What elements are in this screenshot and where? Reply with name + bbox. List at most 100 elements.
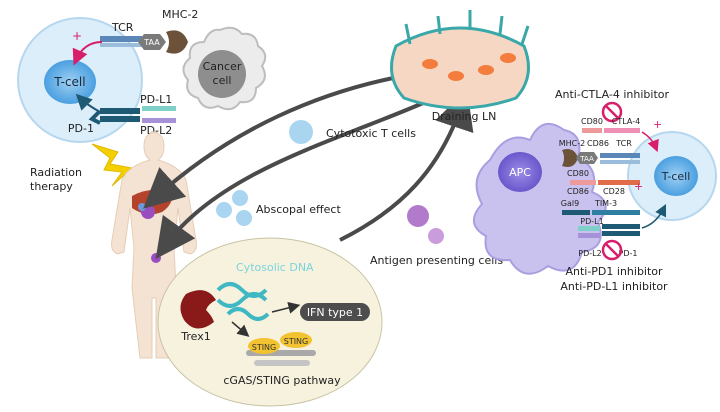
pdl1-left-label: PD-L1 — [140, 93, 172, 106]
cd80-top-label: CD80 — [581, 117, 603, 126]
pdl1-right-label: PD-L1 — [580, 217, 603, 226]
pd1-right-label: PD-1 — [619, 249, 638, 258]
antigen-presenting-cells-label: Antigen presenting cells — [370, 254, 503, 267]
sting-dimer-2 — [280, 332, 312, 348]
pdl1-right-ligand — [578, 226, 600, 231]
mhc2-right-molecule — [562, 149, 578, 167]
cytosolic-dna-label: Cytosolic DNA — [236, 261, 314, 274]
tim3-label: TIM-3 — [594, 199, 617, 208]
arrow-dna-to-ifn — [271, 301, 301, 314]
lymph-follicle-3 — [478, 65, 494, 75]
pd1-right-arrow — [641, 203, 667, 229]
pdl2-right-label: PD-L2 — [578, 249, 601, 258]
cancer-label-1: Cancer — [203, 60, 242, 73]
dna-helix-icon-2 — [226, 307, 270, 321]
pd1-left-label: PD-1 — [68, 122, 94, 135]
abscopal-cell-icon-3 — [236, 210, 252, 226]
pd1-left-receptor — [100, 108, 140, 114]
cd28-receptor — [598, 180, 640, 185]
pd1-left-stalk — [88, 109, 102, 125]
taa-left-antigen — [138, 34, 166, 50]
virus-icon-2 — [428, 228, 444, 244]
cd80-mid-ligand — [570, 180, 596, 185]
arrow-ln-to-distant — [155, 98, 431, 259]
tcell-cancer-panel: T-cell Cancer cell TCR TAA MHC-2 + PD-L1… — [17, 8, 267, 143]
cd80-top-ligand — [582, 128, 602, 133]
tcell-right-label: T-cell — [661, 170, 691, 183]
ctla4-receptor — [604, 128, 640, 133]
pd1-right-receptor-b — [602, 231, 640, 236]
pdl2-right-ligand — [578, 233, 600, 238]
taa-left-label: TAA — [143, 38, 160, 47]
tumor-cells-icon — [138, 203, 146, 211]
apc-nucleus — [498, 152, 542, 192]
pdl2-left-ligand — [142, 118, 176, 123]
cgas-sting-bubble — [157, 237, 383, 407]
tcr-right-label: TCR — [615, 139, 632, 148]
lymph-node-icon — [390, 26, 530, 110]
cgas-sting-pathway-label: cGAS/STING pathway — [223, 374, 341, 387]
cgas-sting-panel: Cytosolic DNA Trex1 IFN type 1 STING STI… — [157, 237, 383, 407]
sting-label-2: STING — [284, 337, 309, 346]
no-sign-pd1-icon — [601, 239, 623, 261]
trex1-label: Trex1 — [180, 330, 210, 343]
apc-label: APC — [509, 166, 531, 179]
tcr-right-receptor — [600, 153, 640, 158]
lymph-follicle-1 — [422, 59, 438, 69]
arrow-ln-to-body — [143, 72, 415, 209]
taa-right-antigen — [576, 152, 598, 164]
pdl1-left-ligand — [142, 106, 176, 111]
lymph-follicle-2 — [448, 71, 464, 81]
pd1-inhibition-arrow — [75, 93, 101, 113]
tcell-left-nucleus — [44, 60, 96, 104]
anti-pd1-label: Anti-PD1 inhibitor — [565, 265, 663, 278]
plus-sign-cd28: + — [634, 180, 643, 193]
ifn-type1-label: IFN type 1 — [307, 306, 363, 319]
arrow-sting-to-ln — [339, 88, 474, 242]
apc-tcell-panel: Anti-CTLA-4 inhibitor APC T-cell CD80 CT… — [473, 88, 717, 293]
plus-sign-left: + — [72, 29, 82, 43]
cd86-top-ligand — [600, 160, 640, 164]
anti-pdl1-label: Anti-PD-L1 inhibitor — [560, 280, 668, 293]
mhc2-left-molecule — [166, 30, 188, 54]
abscopal-effect: Abscopal effect — [216, 190, 341, 226]
pd1-right-receptor — [602, 224, 640, 229]
cd80-mid-label: CD80 — [567, 169, 589, 178]
cd86-mid-label: CD86 — [567, 187, 589, 196]
abscopal-cell-icon-1 — [232, 190, 248, 206]
tcr-left-receptor-b — [100, 43, 142, 47]
radiation-label-1: Radiation — [30, 166, 82, 179]
trex1-icon — [180, 290, 216, 329]
gal9-label: Gal9 — [561, 199, 579, 208]
tcr-activation-arrow — [72, 41, 103, 66]
cytotoxic-t-cells-label: Cytotoxic T cells — [326, 127, 416, 140]
cancer-nucleus — [198, 50, 246, 98]
anti-ctla4-label: Anti-CTLA-4 inhibitor — [555, 88, 670, 101]
abscopal-cell-icon-2 — [216, 202, 232, 218]
no-sign-ctla4-icon — [601, 101, 623, 123]
pd1-left-receptor-b — [100, 116, 140, 122]
antigen-presenting-cells: Antigen presenting cells — [370, 205, 503, 267]
tim3-receptor — [592, 210, 640, 215]
dna-helix-icon-1 — [216, 282, 268, 308]
cancer-label-2: cell — [213, 74, 232, 87]
tcr-left-label: TCR — [111, 21, 134, 34]
gal9-ligand — [562, 210, 590, 215]
sting-dimer-1 — [248, 338, 280, 354]
draining-ln-label: Draining LN — [432, 110, 497, 123]
radiation-label-2: therapy — [30, 180, 73, 193]
distant-tumor-icon — [151, 253, 161, 263]
cd28-label: CD28 — [603, 187, 625, 196]
mhc2-left-label: MHC-2 — [162, 8, 198, 21]
virus-icon-1 — [407, 205, 429, 227]
pdl2-left-label: PD-L2 — [140, 124, 172, 137]
cytotoxic-t-cell-icon — [289, 120, 313, 144]
sting-label-1: STING — [252, 343, 277, 352]
tcell-left-label: T-cell — [53, 75, 85, 89]
taa-right-label: TAA — [579, 155, 594, 163]
ifn-type1-box — [300, 303, 370, 321]
plus-sign-ctla4: + — [653, 118, 662, 131]
ctla4-label: CTLA-4 — [612, 117, 640, 126]
lymph-follicle-4 — [500, 53, 516, 63]
